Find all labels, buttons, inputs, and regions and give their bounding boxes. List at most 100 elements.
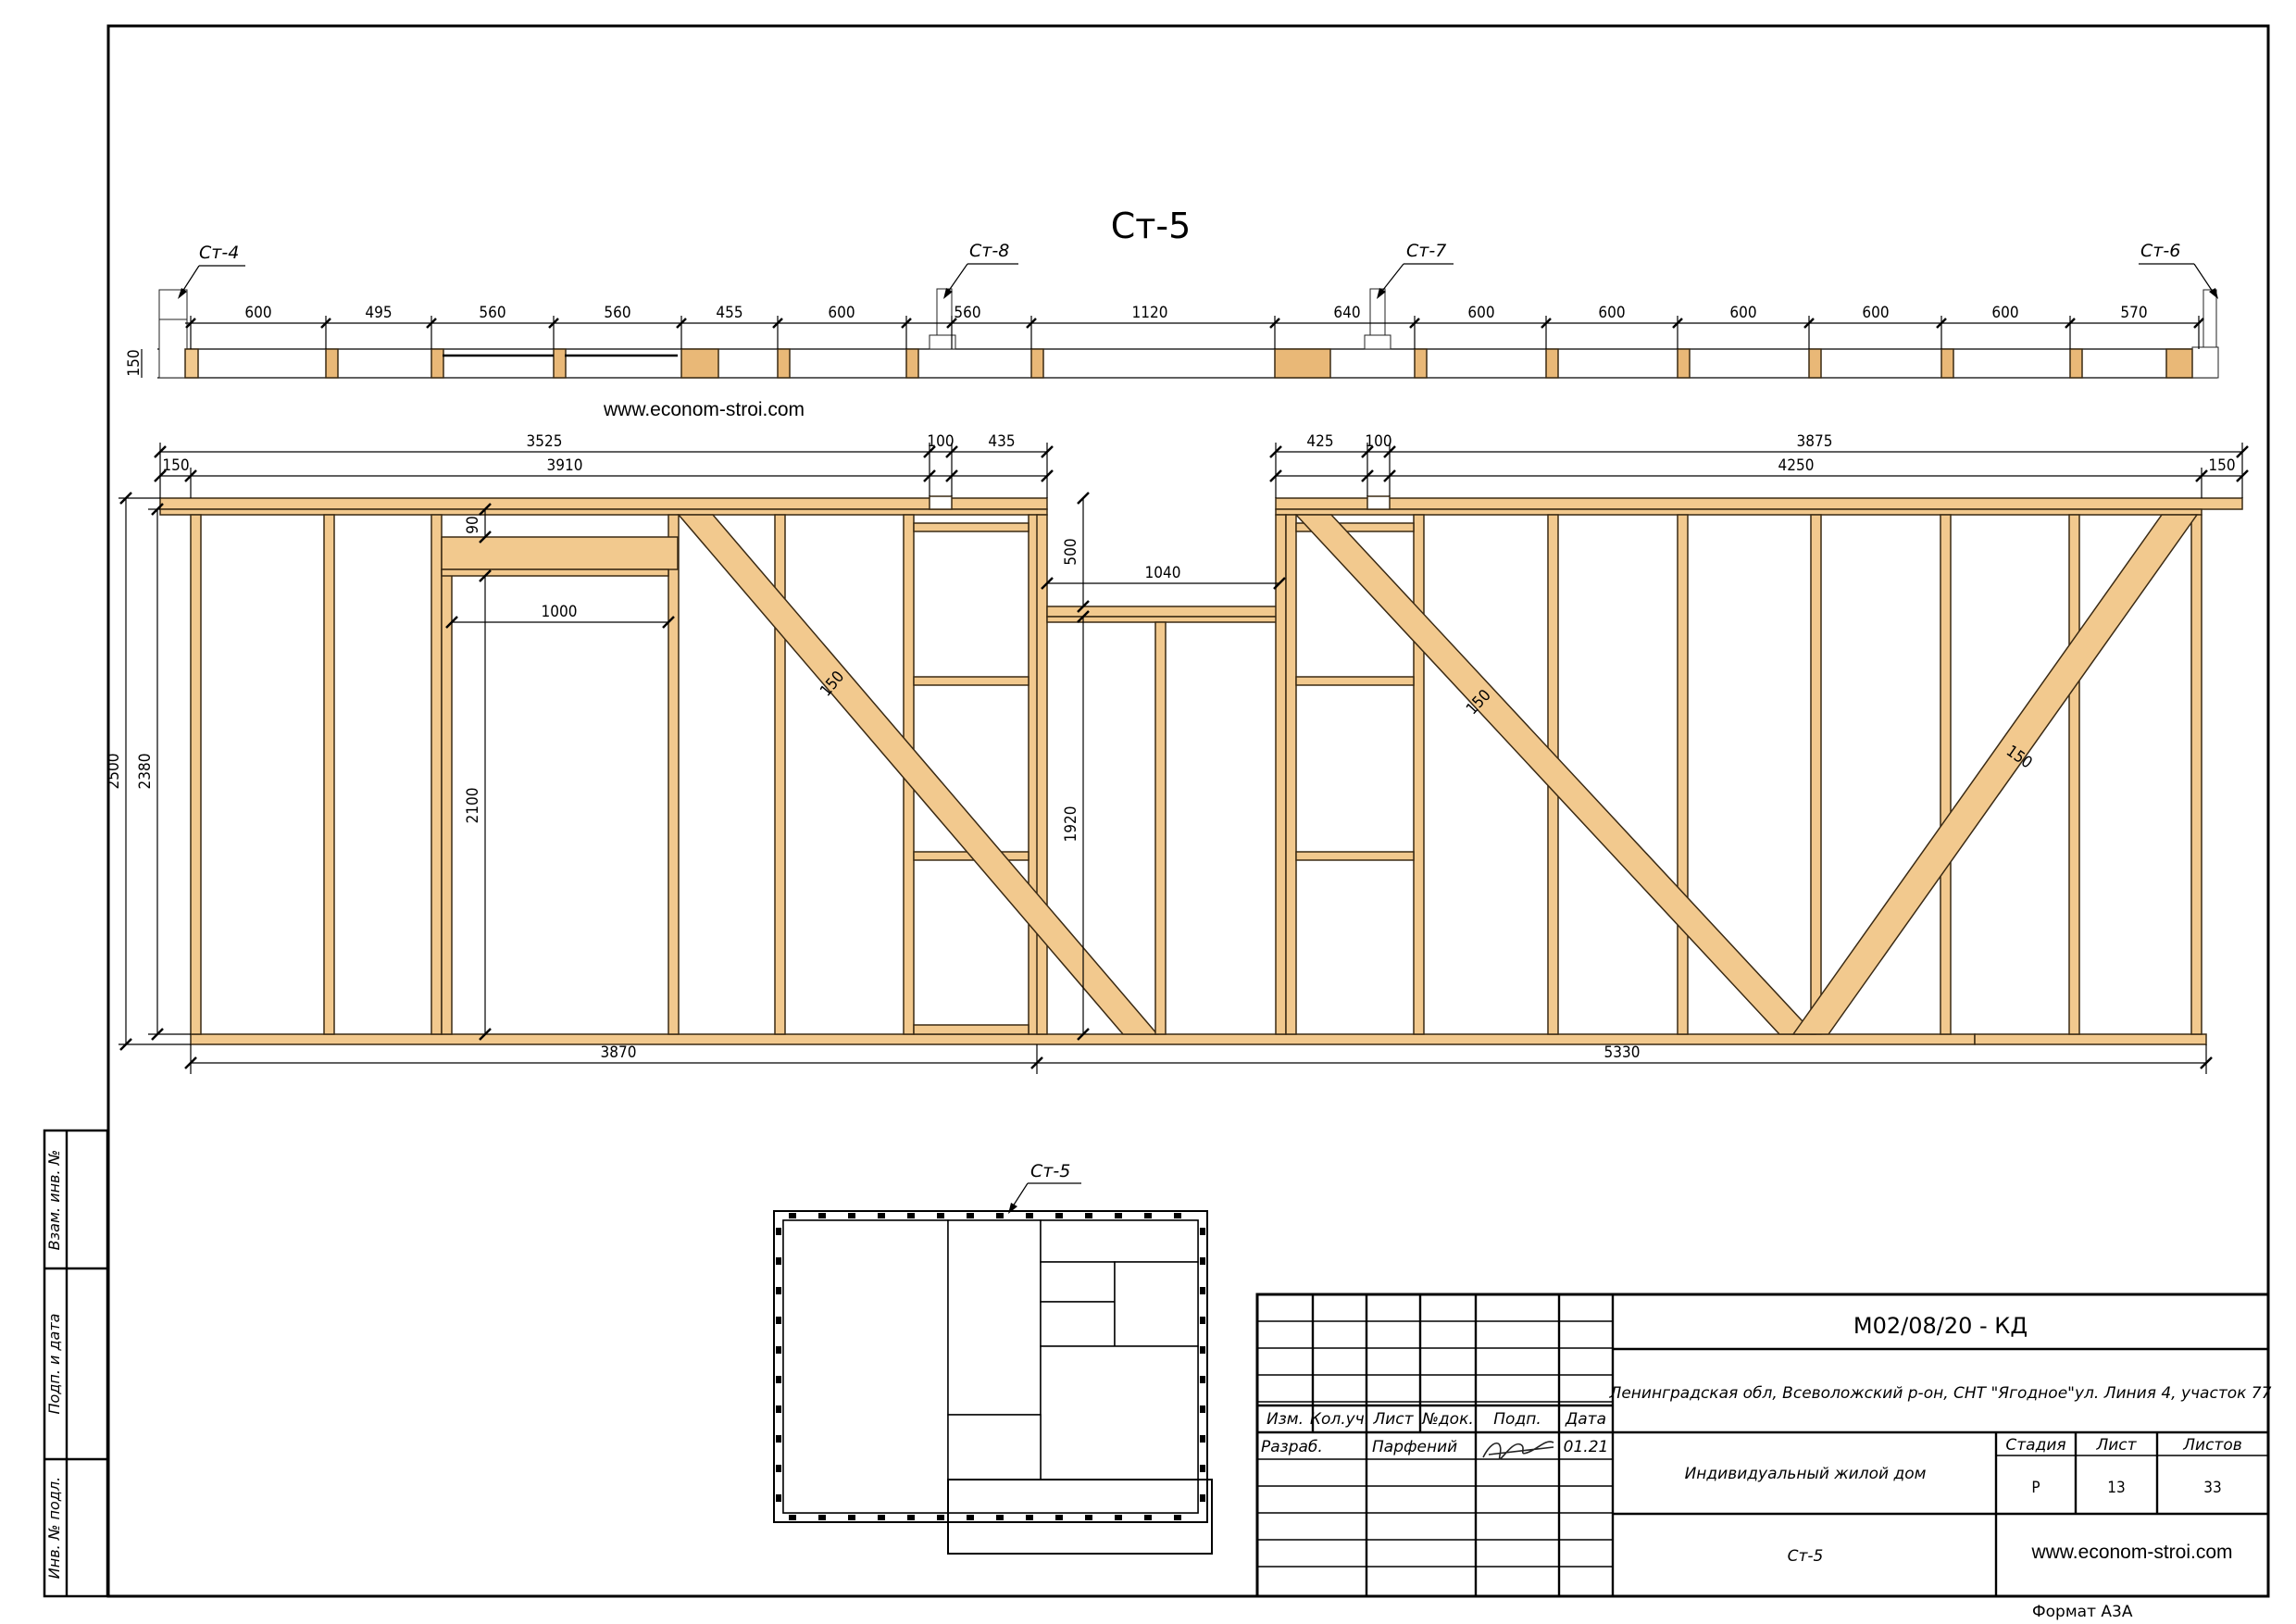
keyplan-stud [1026,1515,1033,1520]
marker-st6: Ст-6 [2139,241,2218,299]
svg-text:13: 13 [2107,1479,2125,1497]
svg-text:Ст-6: Ст-6 [2140,241,2180,261]
elevation-dim-tick [1361,469,1374,482]
keyplan-stud [848,1213,855,1218]
plan-dim-label: 560 [604,304,630,322]
elevation-dim-tick [154,469,167,482]
svg-text:100: 100 [1365,432,1391,451]
plan-dim-label: 560 [954,304,980,322]
keyplan-stud [1115,1213,1122,1218]
plan-dim-label: 600 [828,304,855,322]
keyplan-stud [937,1213,944,1218]
svg-text:3525: 3525 [527,432,563,451]
keyplan-stud [848,1515,855,1520]
format-label: Формат А3А [2032,1603,2133,1621]
marker-st8: Ст-8 [943,241,1018,299]
svg-text:01.21: 01.21 [1564,1438,1609,1456]
svg-text:1920: 1920 [1062,806,1080,843]
elevation-dim-tick [945,469,958,482]
keyplan-stud [789,1213,796,1218]
svg-text:Лист: Лист [1372,1410,1414,1429]
plan-dim-tick [676,318,687,329]
keyplan-stud [776,1465,781,1472]
keyplan-stud [878,1515,885,1520]
keyplan-stud [1200,1317,1205,1324]
plan-dim-tick [901,318,912,329]
svg-text:2500: 2500 [105,754,123,790]
plan-dim-label: 640 [1333,304,1360,322]
svg-text:33: 33 [2203,1479,2221,1497]
keyplan-stud [1200,1257,1205,1265]
wall-elevation [159,495,2243,1045]
plan-dim-label: 600 [244,304,271,322]
keyplan-stud [1144,1213,1152,1218]
keyplan-stud [1200,1287,1205,1294]
keyplan-stud [776,1317,781,1324]
elevation-dim-tick [923,445,936,458]
svg-text:425: 425 [1306,432,1333,451]
plan-dim-tick [1803,318,1815,329]
keyplan-stud [1026,1213,1033,1218]
marker-st7: Ст-7 [1377,241,1454,299]
elevation-dim-tick [1269,469,1282,482]
key-plan: Ст-5 [773,1161,1213,1555]
keyplan-marker: Ст-5 [1030,1161,1070,1181]
plan-dim-tick [548,318,559,329]
keyplan-stud [1200,1405,1205,1413]
keyplan-stud [1200,1494,1205,1502]
svg-text:435: 435 [988,432,1015,451]
keyplan-stud [776,1494,781,1502]
plan-dim-tick [1026,318,1037,329]
keyplan-stud [1200,1465,1205,1472]
keyplan-stud [996,1515,1004,1520]
keyplan-stud [996,1213,1004,1218]
svg-text:Дата: Дата [1565,1410,1606,1429]
svg-text:Ст-7: Ст-7 [1406,241,1446,261]
plan-dim-label: 600 [1991,304,2018,322]
keyplan-stud [967,1515,974,1520]
svg-text:3875: 3875 [1797,432,1833,451]
keyplan-stud [818,1515,826,1520]
plan-dim-tick [1269,318,1280,329]
plan-dim-label: 600 [1467,304,1494,322]
keyplan-stud [1085,1213,1092,1218]
keyplan-stud [776,1257,781,1265]
svg-text:1040: 1040 [1145,564,1181,582]
plan-dim-tick [1409,318,1420,329]
plan-dim-tick [946,318,957,329]
svg-text:Ст-4: Ст-4 [199,243,239,263]
keyplan-stud [1085,1515,1092,1520]
keyplan-stud [776,1228,781,1235]
plan-dim-tick [772,318,783,329]
plan-dim-tick [1541,318,1552,329]
svg-text:Лист: Лист [2095,1436,2137,1455]
object-name: Индивидуальный жилой дом [1685,1465,1927,1483]
elevation-dim-tick [1383,469,1396,482]
plan-dim-label: 560 [479,304,505,322]
svg-text:4250: 4250 [1778,456,1815,475]
elevation-dim-tick [2236,445,2249,458]
plan-dim-label: 495 [365,304,392,322]
svg-text:Р: Р [2031,1479,2040,1497]
svg-text:2100: 2100 [464,788,482,824]
svg-text:3910: 3910 [547,456,583,475]
sheet-frame [106,24,2270,1598]
svg-text:Инв. № подл.: Инв. № подл. [45,1477,63,1579]
elevation-dim-tick [1383,445,1396,458]
svg-text:5330: 5330 [1604,1043,1641,1062]
elevation-dim-tick [154,445,167,458]
elevation-dim-tick [184,469,197,482]
keyplan-stud [1200,1346,1205,1354]
address: Ленинградская обл, Всеволожский р-он, СН… [1609,1384,2272,1403]
plan-dim-label: 1120 [1132,304,1168,322]
watermark-url: www.econom-stroi.com [603,399,805,420]
plan-height-dim: 150 [125,349,144,376]
keyplan-stud [776,1287,781,1294]
svg-text:2380: 2380 [136,754,155,790]
plan-dim-label: 600 [1862,304,1889,322]
keyplan-stud [1115,1515,1122,1520]
svg-text:150: 150 [2208,456,2235,475]
svg-text:Подп. и дата: Подп. и дата [45,1314,63,1415]
elevation-dim-tick [1041,469,1054,482]
side-stamp: Взам. инв. № Подп. и дата Инв. № подл. [43,1129,109,1598]
